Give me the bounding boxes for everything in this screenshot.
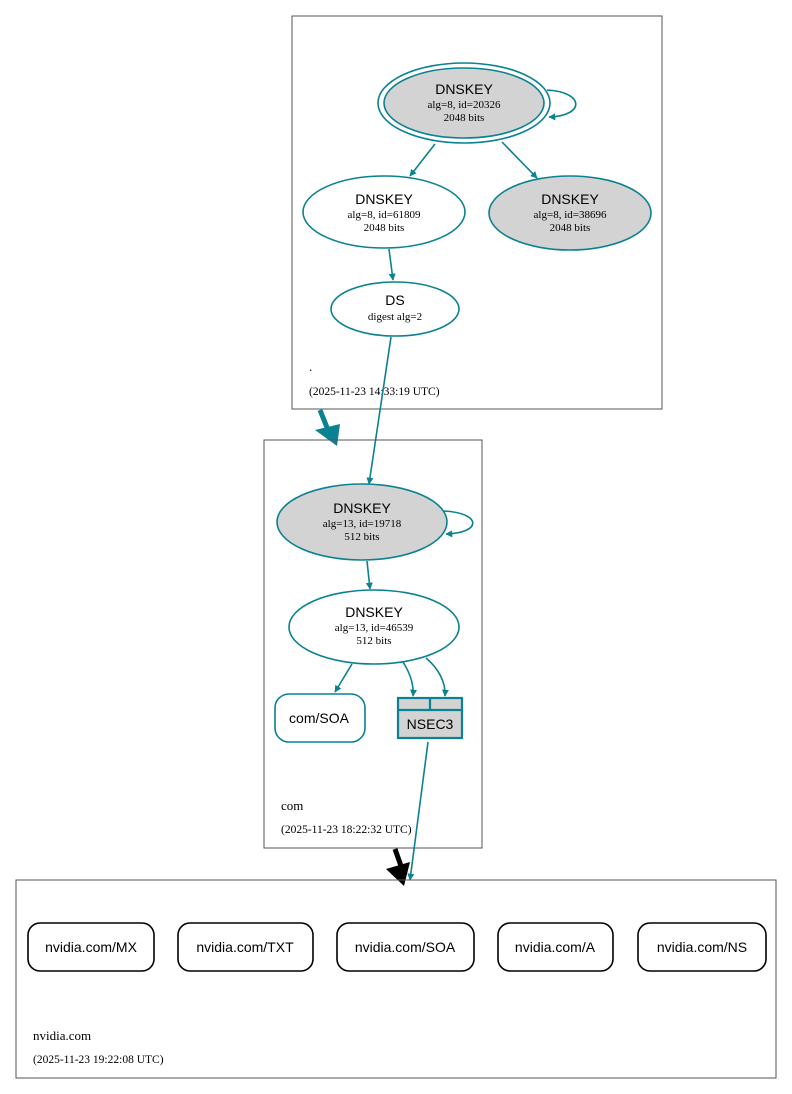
com-nsec3-label: NSEC3	[407, 716, 454, 732]
edge-ds-to-com-ksk	[366, 336, 392, 485]
root-dnskey-other-title: DNSKEY	[541, 191, 599, 207]
edge-nsec3-to-nvidia	[407, 741, 429, 881]
edge-com-zsk-to-soa	[334, 663, 353, 693]
com-dnskey-ksk-node[interactable]: DNSKEY alg=13, id=19718 512 bits	[276, 483, 448, 561]
com-soa-label: com/SOA	[289, 710, 350, 726]
com-dnskey-ksk-title: DNSKEY	[333, 500, 391, 516]
edge-root-ksk-to-other	[501, 141, 538, 179]
nvidia-txt-label: nvidia.com/TXT	[196, 939, 294, 955]
root-dnskey-zsk-title: DNSKEY	[355, 191, 413, 207]
zone-nvidia-name: nvidia.com	[33, 1028, 91, 1043]
delegation-com-to-nvidia-head	[386, 862, 410, 886]
com-ksk-self-loop	[443, 510, 474, 538]
edge-com-zsk-to-nsec3-a	[402, 661, 418, 697]
delegation-root-to-com	[317, 409, 331, 431]
edge-com-ksk-to-zsk	[365, 560, 373, 590]
zone-com-timestamp: (2025-11-23 18:22:32 UTC)	[281, 824, 412, 836]
zone-nvidia: nvidia.com/MX nvidia.com/TXT nvidia.com/…	[15, 879, 777, 1079]
nvidia-soa-label: nvidia.com/SOA	[355, 939, 456, 955]
com-nsec3-node[interactable]: NSEC3	[396, 696, 464, 740]
root-ds-title: DS	[385, 292, 404, 308]
zone-nvidia-timestamp: (2025-11-23 19:22:08 UTC)	[33, 1054, 164, 1066]
edge-root-ksk-to-zsk	[409, 143, 436, 177]
delegation-com-to-nvidia	[392, 848, 404, 867]
zone-root: DNSKEY alg=8, id=20326 2048 bits DNSKEY …	[291, 15, 663, 410]
com-dnskey-zsk-bits: 512 bits	[356, 635, 391, 647]
root-dnskey-other-alg: alg=8, id=38696	[534, 209, 607, 221]
nvidia-mx-node[interactable]: nvidia.com/MX	[27, 922, 155, 972]
zone-root-name: .	[309, 359, 312, 374]
root-dnskey-other-node[interactable]: DNSKEY alg=8, id=38696 2048 bits	[488, 175, 652, 251]
com-dnskey-ksk-alg: alg=13, id=19718	[323, 518, 402, 530]
root-dnskey-zsk-node[interactable]: DNSKEY alg=8, id=61809 2048 bits	[302, 175, 466, 249]
nvidia-ns-node[interactable]: nvidia.com/NS	[637, 922, 767, 972]
delegation-root-to-com-head	[315, 424, 340, 446]
edge-root-zsk-to-ds	[388, 248, 396, 281]
zone-com-name: com	[281, 798, 303, 813]
root-dnskey-other-bits: 2048 bits	[550, 222, 591, 234]
edge-com-zsk-to-nsec3-b	[425, 657, 449, 697]
com-dnskey-zsk-alg: alg=13, id=46539	[335, 622, 414, 634]
com-dnskey-zsk-title: DNSKEY	[345, 604, 403, 620]
zone-com-box	[263, 439, 483, 849]
root-dnskey-ksk-alg: alg=8, id=20326	[428, 99, 501, 111]
zone-root-box	[291, 15, 663, 410]
nvidia-a-label: nvidia.com/A	[515, 939, 596, 955]
nvidia-txt-node[interactable]: nvidia.com/TXT	[177, 922, 314, 972]
zone-nvidia-box	[15, 879, 777, 1079]
root-ds-digest: digest alg=2	[368, 311, 422, 323]
nvidia-ns-label: nvidia.com/NS	[657, 939, 747, 955]
root-dnskey-zsk-bits: 2048 bits	[364, 222, 405, 234]
root-dnskey-zsk-alg: alg=8, id=61809	[348, 209, 421, 221]
com-soa-node[interactable]: com/SOA	[274, 693, 366, 743]
nvidia-soa-node[interactable]: nvidia.com/SOA	[336, 922, 475, 972]
root-dnskey-ksk-title: DNSKEY	[435, 81, 493, 97]
nvidia-mx-label: nvidia.com/MX	[45, 939, 137, 955]
root-dnskey-ksk-node[interactable]: DNSKEY alg=8, id=20326 2048 bits	[377, 62, 551, 144]
zone-root-timestamp: (2025-11-23 14:33:19 UTC)	[309, 386, 440, 398]
zone-com: DNSKEY alg=13, id=19718 512 bits DNSKEY …	[263, 439, 483, 849]
com-dnskey-ksk-bits: 512 bits	[344, 531, 379, 543]
root-dnskey-ksk-bits: 2048 bits	[444, 112, 485, 124]
root-ds-node[interactable]: DS digest alg=2	[330, 281, 460, 337]
root-ksk-self-loop	[546, 89, 577, 121]
nvidia-a-node[interactable]: nvidia.com/A	[497, 922, 614, 972]
com-dnskey-zsk-node[interactable]: DNSKEY alg=13, id=46539 512 bits	[288, 589, 460, 665]
